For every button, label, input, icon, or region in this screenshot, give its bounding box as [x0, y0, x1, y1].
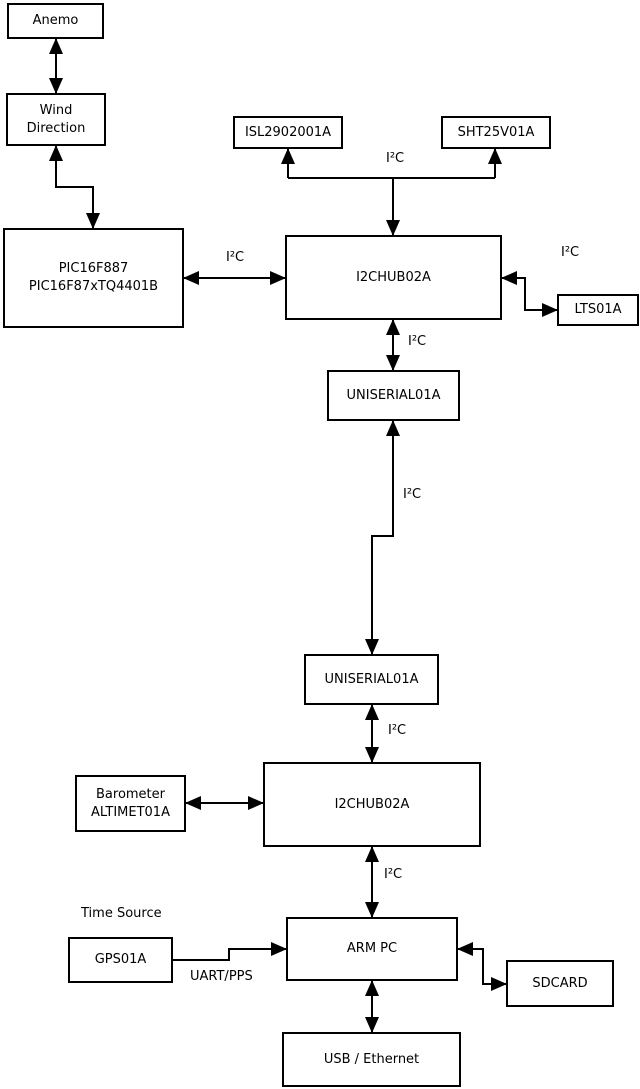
node-i2chub02a-2-label: I2CHUB02A	[334, 796, 410, 812]
node-uniserial01a-1: UNISERIAL01A	[327, 370, 460, 421]
edge-label-i2c-uniserial2-hub2: I²C	[388, 723, 407, 738]
node-wind-direction: Wind Direction	[6, 93, 106, 146]
connector-uniserial1-uniserial2	[365, 420, 400, 655]
edge-label-i2c-hub1-uniserial1: I²C	[408, 334, 427, 349]
connector-winddirection-pic	[49, 145, 100, 229]
connector-gps-armpc	[173, 942, 287, 961]
node-isl2902001a: ISL2902001A	[233, 116, 343, 149]
node-barometer-altimet01a-label: Barometer ALTIMET01A	[91, 786, 170, 820]
node-lts01a-label: LTS01A	[574, 302, 622, 318]
node-uniserial01a-1-label: UNISERIAL01A	[346, 387, 441, 403]
node-arm-pc-label: ARM PC	[346, 941, 398, 957]
edge-label-i2c-uniserial-link: I²C	[403, 487, 422, 502]
node-i2chub02a-1-label: I2CHUB02A	[356, 269, 431, 285]
node-i2chub02a-1: I2CHUB02A	[285, 235, 502, 320]
node-usb-ethernet: USB / Ethernet	[282, 1032, 461, 1087]
node-uniserial01a-2: UNISERIAL01A	[304, 654, 439, 705]
node-anemo-label: Anemo	[32, 13, 79, 29]
node-sht25v01a: SHT25V01A	[441, 116, 551, 149]
node-pic16f887: PIC16F887 PIC16F87xTQ4401B	[3, 228, 184, 328]
node-gps01a-label: GPS01A	[94, 952, 147, 968]
node-i2chub02a-2: I2CHUB02A	[263, 762, 481, 847]
node-anemo: Anemo	[7, 3, 104, 39]
node-sht25v01a-label: SHT25V01A	[457, 124, 535, 140]
node-pic16f887-label: PIC16F887 PIC16F87xTQ4401B	[28, 261, 159, 294]
node-wind-direction-label: Wind Direction	[26, 102, 86, 136]
node-lts01a: LTS01A	[557, 294, 639, 326]
connector-armpc-sdcard	[457, 942, 507, 991]
edge-label-time-source: Time Source	[81, 906, 162, 921]
node-uniserial01a-2-label: UNISERIAL01A	[324, 671, 419, 687]
edge-label-i2c-hub1-lts: I²C	[561, 245, 580, 260]
node-gps01a: GPS01A	[68, 937, 173, 983]
node-sdcard: SDCARD	[506, 960, 614, 1007]
node-arm-pc: ARM PC	[286, 917, 458, 981]
node-sdcard-label: SDCARD	[532, 975, 588, 991]
edge-label-i2c-pic-hub1: I²C	[226, 250, 245, 265]
node-isl2902001a-label: ISL2902001A	[244, 124, 332, 140]
edge-label-i2c-hub2-armpc: I²C	[384, 867, 403, 882]
node-barometer-altimet01a: Barometer ALTIMET01A	[75, 775, 186, 832]
connector-i2chub1-lts	[501, 271, 558, 317]
node-usb-ethernet-label: USB / Ethernet	[323, 1051, 420, 1067]
edge-label-i2c-sensors: I²C	[386, 151, 405, 166]
edge-label-uart-pps: UART/PPS	[190, 969, 253, 984]
